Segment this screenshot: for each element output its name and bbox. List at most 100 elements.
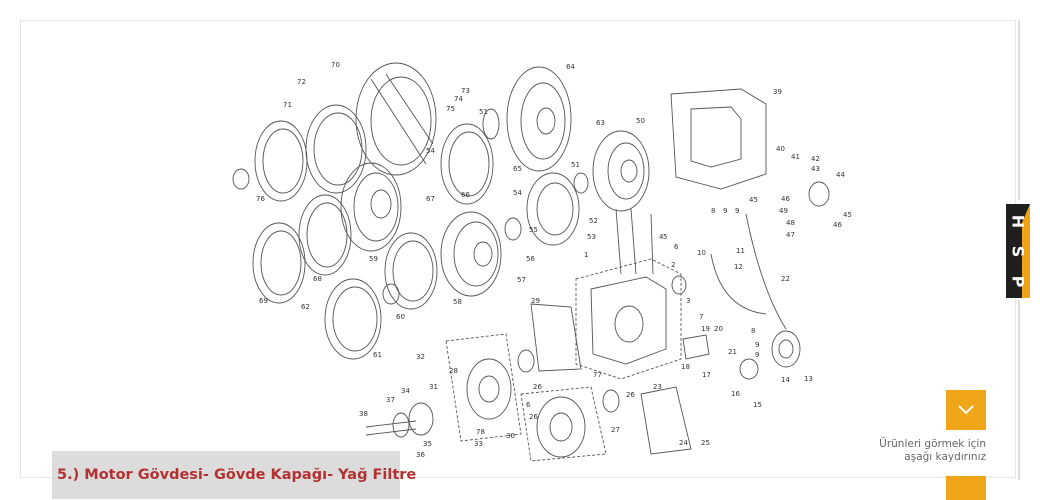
svg-text:5: 5 [663, 233, 667, 241]
svg-text:26: 26 [529, 413, 538, 421]
svg-text:26: 26 [533, 383, 542, 391]
brand-letter-p: P [1008, 275, 1028, 288]
svg-text:74: 74 [454, 95, 463, 103]
scroll-hint-line2: aşağı kaydırınız [904, 451, 986, 463]
scroll-hint-text: Ürünleri görmek için aşağı kaydırınız [846, 438, 986, 464]
svg-text:78: 78 [476, 428, 485, 436]
side-divider-bottom [1018, 300, 1020, 480]
svg-text:52: 52 [589, 217, 598, 225]
svg-text:60: 60 [396, 313, 405, 321]
svg-text:31: 31 [429, 383, 438, 391]
svg-text:15: 15 [753, 401, 762, 409]
svg-text:45: 45 [843, 211, 852, 219]
svg-text:13: 13 [804, 375, 813, 383]
svg-text:9: 9 [755, 341, 759, 349]
svg-text:23: 23 [653, 383, 662, 391]
svg-text:14: 14 [781, 376, 790, 384]
svg-text:32: 32 [416, 353, 425, 361]
svg-text:21: 21 [728, 348, 737, 356]
svg-text:65: 65 [513, 165, 522, 173]
hsp-brand-tab[interactable]: H S P [1006, 204, 1030, 298]
svg-text:63: 63 [596, 119, 605, 127]
section-caption-title: 5.) Motor Gövdesi- Gövde Kapağı- Yağ Fil… [57, 467, 417, 483]
svg-text:9: 9 [755, 351, 759, 359]
svg-text:53: 53 [587, 233, 596, 241]
svg-text:37: 37 [386, 396, 395, 404]
svg-text:16: 16 [731, 390, 740, 398]
side-divider-top [1018, 20, 1020, 200]
svg-text:51: 51 [479, 108, 488, 116]
svg-text:49: 49 [779, 207, 788, 215]
svg-text:22: 22 [781, 275, 790, 283]
svg-text:72: 72 [297, 78, 306, 86]
svg-text:58: 58 [453, 298, 462, 306]
svg-text:45: 45 [749, 196, 758, 204]
svg-text:66: 66 [461, 191, 470, 199]
scroll-hint-line1: Ürünleri görmek için [879, 438, 986, 450]
svg-text:38: 38 [359, 410, 368, 418]
svg-text:6: 6 [674, 243, 679, 251]
brand-letter-h: H [1008, 214, 1028, 229]
svg-text:71: 71 [283, 101, 292, 109]
svg-text:59: 59 [369, 255, 378, 263]
svg-text:64: 64 [566, 63, 575, 71]
svg-text:25: 25 [701, 439, 710, 447]
svg-text:9: 9 [723, 207, 727, 215]
svg-text:8: 8 [711, 207, 715, 215]
svg-text:17: 17 [702, 371, 711, 379]
svg-text:10: 10 [697, 249, 706, 257]
svg-text:40: 40 [776, 145, 785, 153]
scroll-down-button[interactable] [946, 390, 986, 430]
svg-text:50: 50 [636, 117, 645, 125]
svg-text:2: 2 [671, 261, 675, 269]
svg-text:27: 27 [611, 426, 620, 434]
svg-text:30: 30 [506, 432, 515, 440]
brand-letter-s: S [1008, 245, 1028, 258]
svg-text:47: 47 [786, 231, 795, 239]
brand-accent-stripe [1022, 204, 1030, 298]
svg-text:3: 3 [686, 297, 690, 305]
section-caption: 5.) Motor Gövdesi- Gövde Kapağı- Yağ Fil… [52, 451, 416, 499]
svg-text:9: 9 [735, 207, 739, 215]
svg-text:42: 42 [811, 155, 820, 163]
svg-text:11: 11 [736, 247, 745, 255]
svg-text:55: 55 [529, 226, 538, 234]
svg-text:35: 35 [423, 440, 432, 448]
scroll-hint-tab[interactable] [946, 476, 986, 500]
svg-text:26: 26 [626, 391, 635, 399]
svg-text:6: 6 [526, 401, 531, 409]
svg-text:54: 54 [513, 189, 522, 197]
svg-text:75: 75 [446, 105, 455, 113]
svg-text:77: 77 [593, 371, 602, 379]
chevron-down-icon [958, 405, 974, 415]
svg-text:7: 7 [699, 313, 703, 321]
svg-text:18: 18 [681, 363, 690, 371]
svg-text:67: 67 [426, 195, 435, 203]
svg-text:46: 46 [781, 195, 790, 203]
svg-text:33: 33 [474, 440, 483, 448]
svg-text:19: 19 [701, 325, 710, 333]
svg-text:54: 54 [426, 147, 435, 155]
svg-text:36: 36 [416, 451, 425, 459]
svg-text:51: 51 [571, 161, 580, 169]
svg-text:70: 70 [331, 61, 340, 69]
svg-text:41: 41 [791, 153, 800, 161]
svg-text:1: 1 [584, 251, 588, 259]
svg-text:62: 62 [301, 303, 310, 311]
svg-text:34: 34 [401, 387, 410, 395]
svg-text:20: 20 [714, 325, 723, 333]
svg-text:12: 12 [734, 263, 743, 271]
svg-text:61: 61 [373, 351, 382, 359]
svg-text:57: 57 [517, 276, 526, 284]
svg-text:46: 46 [833, 221, 842, 229]
svg-text:4: 4 [659, 233, 664, 241]
svg-text:39: 39 [773, 88, 782, 96]
svg-text:76: 76 [256, 195, 265, 203]
svg-text:29: 29 [531, 297, 540, 305]
svg-text:24: 24 [679, 439, 688, 447]
svg-text:69: 69 [259, 297, 268, 305]
svg-text:68: 68 [313, 275, 322, 283]
